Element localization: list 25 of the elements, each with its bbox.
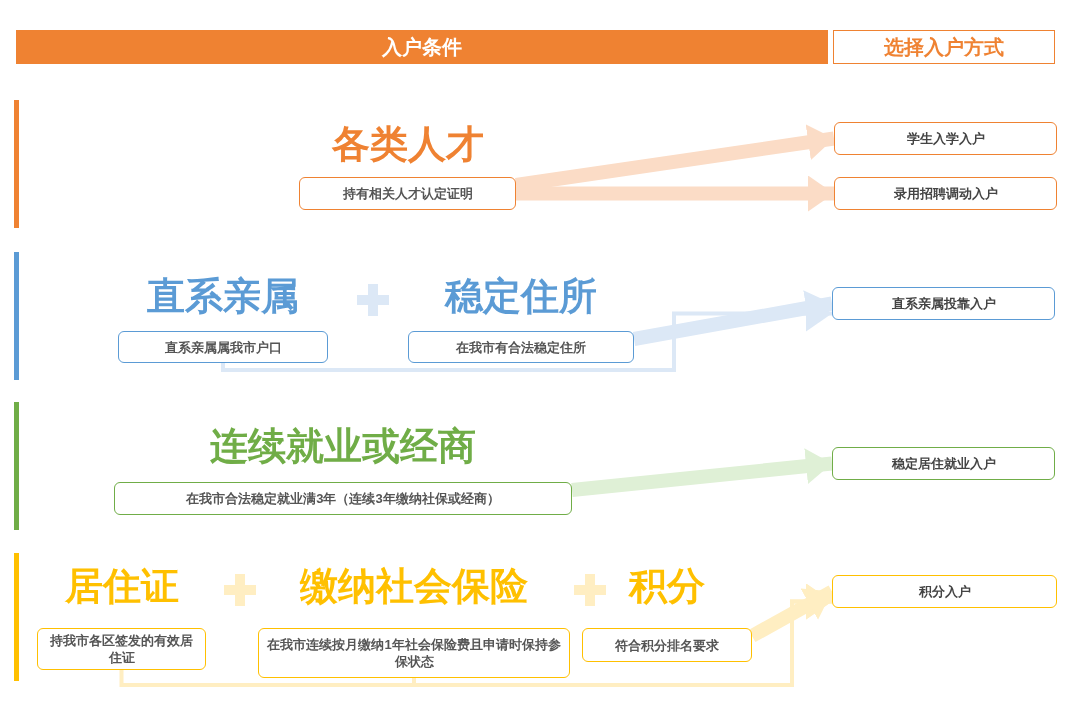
- requirement-box: 符合积分排名要求: [582, 628, 752, 662]
- arrow: [571, 448, 833, 497]
- condition-heading: 居住证: [64, 564, 179, 608]
- condition-heading: 积分: [629, 564, 705, 608]
- method-box: 直系亲属投靠入户: [832, 287, 1055, 320]
- arrow: [632, 290, 834, 346]
- requirement-box: 在我市连续按月缴纳1年社会保险费且申请时保持参保状态: [258, 628, 570, 678]
- header-bar: 选择入户方式: [833, 30, 1055, 64]
- method-box: 学生入学入户: [834, 122, 1057, 155]
- requirement-box: 持我市各区签发的有效居住证: [37, 628, 206, 670]
- condition-heading: 连续就业或经商: [210, 424, 476, 468]
- method-box: 稳定居住就业入户: [832, 447, 1055, 480]
- requirement-box: 持有相关人才认定证明: [299, 177, 516, 210]
- arrow: [516, 175, 834, 212]
- header-bar: 入户条件: [16, 30, 828, 64]
- requirement-box: 直系亲属属我市户口: [118, 331, 328, 363]
- requirement-box: 在我市合法稳定就业满3年（连续3年缴纳社保或经商）: [114, 482, 572, 515]
- arrow: [412, 583, 832, 687]
- method-box: 积分入户: [832, 575, 1057, 608]
- method-box: 录用招聘调动入户: [834, 177, 1057, 210]
- condition-heading: 稳定住所: [445, 274, 597, 318]
- condition-heading: 缴纳社会保险: [300, 564, 528, 608]
- condition-heading: 直系亲属: [147, 274, 299, 318]
- condition-heading: 各类人才: [331, 122, 484, 166]
- requirement-box: 在我市有合法稳定住所: [408, 331, 634, 363]
